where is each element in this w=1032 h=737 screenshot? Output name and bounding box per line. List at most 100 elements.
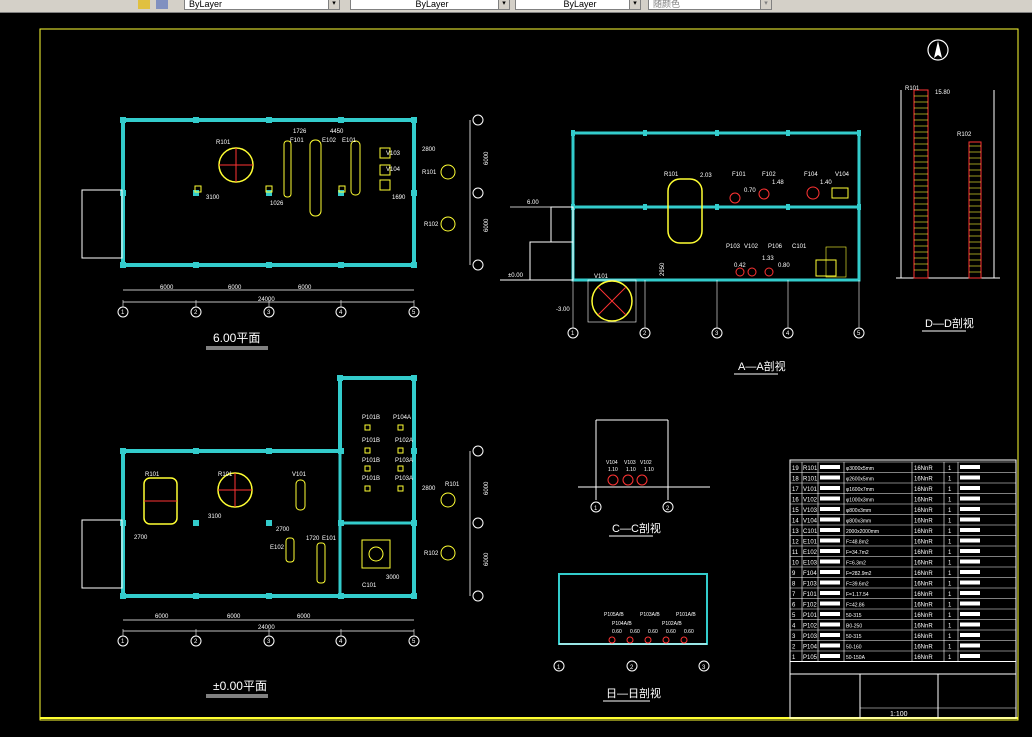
grid-bubble (408, 306, 420, 318)
svg-text:C101: C101 (792, 244, 807, 250)
column-marker (338, 190, 344, 196)
table-cell-code (960, 475, 980, 480)
table-cell: 1 (948, 582, 952, 588)
table-cell: 16NnR (914, 529, 933, 535)
table-cell: 1 (948, 519, 952, 525)
svg-text:2700: 2700 (276, 527, 290, 533)
svg-text:15.80: 15.80 (935, 90, 951, 96)
table-cell: 1 (948, 550, 952, 556)
svg-text:0.60: 0.60 (612, 629, 622, 635)
svg-text:1.10: 1.10 (644, 467, 654, 473)
svg-text:R102: R102 (424, 222, 439, 228)
table-cell: V101 (803, 487, 818, 493)
grid-bubble (190, 306, 202, 318)
section-aa: 6.00 ±0.00 -3.00 R101 F101 F102 F104 V10… (500, 130, 865, 375)
table-cell: 12 (792, 540, 799, 546)
table-cell-code (960, 612, 980, 616)
table-cell: 1 (948, 477, 952, 483)
table-cell: 16NnR (914, 487, 933, 493)
table-cell: 1 (948, 540, 952, 546)
table-cell: 15 (792, 508, 799, 514)
layer-match-icon[interactable] (156, 0, 168, 9)
table-cell: 16NnR (914, 655, 933, 661)
svg-text:R101: R101 (905, 86, 920, 92)
table-cell: F104 (803, 571, 817, 577)
svg-text:0.60: 0.60 (648, 629, 658, 635)
chevron-down-icon[interactable]: ▾ (328, 0, 339, 9)
column-marker (266, 262, 272, 268)
table-cell: 11 (792, 550, 799, 556)
column-marker (120, 593, 126, 599)
linetype-combo[interactable]: ByLayer▾ (350, 0, 510, 10)
color-combo[interactable]: ByLayer▾ (184, 0, 340, 10)
grid-bubble (853, 327, 865, 339)
svg-text:2800: 2800 (422, 486, 436, 492)
svg-text:P103A/B: P103A/B (640, 612, 660, 618)
plan-lower-columns (120, 375, 417, 599)
table-cell-name (820, 465, 840, 469)
chevron-down-icon[interactable]: ▾ (629, 0, 640, 9)
table-cell: F=1.17.54 (846, 592, 869, 598)
svg-text:6.00: 6.00 (527, 200, 539, 206)
svg-text:3000: 3000 (386, 575, 400, 581)
svg-text:V104: V104 (386, 167, 401, 173)
table-cell: 16NnR (914, 645, 933, 651)
table-cell: 1 (948, 592, 952, 598)
plan-lower-pumps (364, 424, 404, 492)
grid-number: 4 (339, 639, 343, 645)
svg-text:P102A: P102A (395, 438, 413, 444)
column-marker (411, 117, 417, 123)
table-cell: 1 (948, 624, 952, 630)
svg-text:-3.00: -3.00 (556, 307, 570, 313)
svg-text:R102: R102 (957, 132, 972, 138)
table-cell: F103 (803, 582, 817, 588)
table-cell: P101 (803, 613, 818, 619)
plan-upper-dim-total: 24000 (258, 297, 275, 303)
svg-text:0.60: 0.60 (684, 629, 694, 635)
table-cell: 16NnR (914, 624, 933, 630)
table-cell: F=39.6m2 (846, 582, 869, 588)
table-cell: 1 (948, 508, 952, 514)
column-marker (266, 190, 272, 196)
column-marker (338, 117, 344, 123)
grid-bubble (117, 306, 129, 318)
svg-text:1690: 1690 (392, 195, 406, 201)
properties-toolbar: ByLayer▾ ByLayer▾ ByLayer▾ 随颜色▾ (0, 0, 1032, 13)
svg-text:P102A/B: P102A/B (662, 621, 682, 627)
section-bb-pumps (608, 636, 688, 644)
vessel-v101-elev (591, 280, 633, 322)
chevron-down-icon[interactable]: ▾ (760, 0, 771, 9)
column-marker (338, 593, 344, 599)
table-cell: R101 (803, 477, 818, 483)
grid-number: 1 (121, 639, 125, 645)
table-cell: C101 (803, 529, 818, 535)
svg-text:P101B: P101B (362, 438, 380, 444)
table-cell: 19 (792, 466, 799, 472)
layer-icon[interactable] (138, 0, 150, 9)
lineweight-combo[interactable]: ByLayer▾ (515, 0, 641, 10)
svg-text:6000: 6000 (484, 552, 490, 566)
table-cell: 16NnR (914, 561, 933, 567)
table-cell: 6 (792, 603, 796, 609)
chevron-down-icon[interactable]: ▾ (498, 0, 509, 9)
table-cell-name (820, 486, 840, 490)
table-cell: 16NnR (914, 508, 933, 514)
table-cell: F=6.3m2 (846, 561, 866, 567)
column-marker (338, 262, 344, 268)
table-cell-name (820, 538, 840, 543)
svg-text:R101: R101 (216, 140, 231, 146)
table-cell: E101 (803, 540, 818, 546)
table-cell: 16 (792, 498, 799, 504)
plotstyle-combo[interactable]: 随颜色▾ (648, 0, 772, 10)
grid-number: 5 (412, 310, 416, 316)
table-cell: E103 (803, 561, 818, 567)
table-cell: V103 (803, 508, 818, 514)
table-cell: 16NnR (914, 466, 933, 472)
table-cell-code (960, 570, 980, 574)
table-cell-code (960, 643, 980, 648)
svg-text:2700: 2700 (134, 535, 148, 541)
grid-number: 2 (643, 331, 647, 337)
pump-marker (626, 636, 634, 644)
